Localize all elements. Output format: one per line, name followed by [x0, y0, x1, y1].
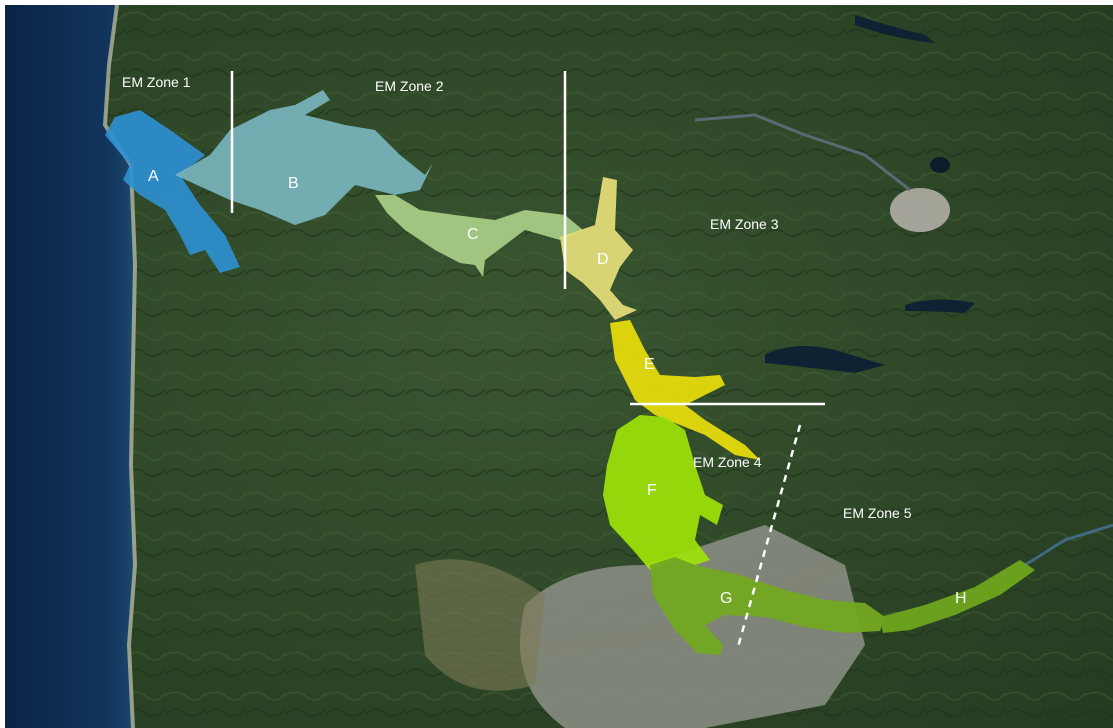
reach-d-area[interactable] [560, 177, 637, 320]
reach-a-area[interactable] [105, 110, 240, 273]
map-view[interactable]: EM Zone 1 EM Zone 2 EM Zone 3 EM Zone 4 … [5, 5, 1113, 728]
river [694, 113, 911, 192]
zone-label-2: EM Zone 2 [375, 78, 444, 94]
reach-f-area[interactable] [603, 415, 723, 570]
zone-label-5: EM Zone 5 [843, 505, 912, 521]
zone-label-1: EM Zone 1 [122, 74, 191, 90]
reach-label-d: D [597, 251, 609, 268]
lake [855, 15, 935, 43]
farmland-area [415, 559, 545, 691]
estuary-map: EM Zone 1 EM Zone 2 EM Zone 3 EM Zone 4 … [5, 5, 1113, 728]
reach-label-a: A [148, 168, 159, 185]
reach-label-b: B [288, 175, 299, 192]
ocean [5, 5, 135, 728]
reach-h-area[interactable] [880, 560, 1035, 633]
reach-label-g: G [720, 590, 732, 607]
reach-b-area[interactable] [175, 90, 433, 225]
zone-label-3: EM Zone 3 [710, 216, 779, 232]
lake [765, 346, 885, 373]
reach-g-area[interactable] [650, 557, 885, 655]
zone-label-4: EM Zone 4 [693, 454, 762, 470]
reach-e-area[interactable] [610, 320, 760, 460]
reach-label-c: C [467, 226, 479, 243]
lake [930, 157, 950, 173]
lake [905, 299, 975, 313]
river [1024, 523, 1113, 567]
mountain-peak [890, 188, 950, 232]
coastline-beach [102, 5, 138, 728]
reach-c-area[interactable] [375, 195, 583, 277]
reach-label-e: E [644, 356, 655, 373]
reach-label-f: F [647, 482, 657, 499]
reach-label-h: H [955, 590, 967, 607]
